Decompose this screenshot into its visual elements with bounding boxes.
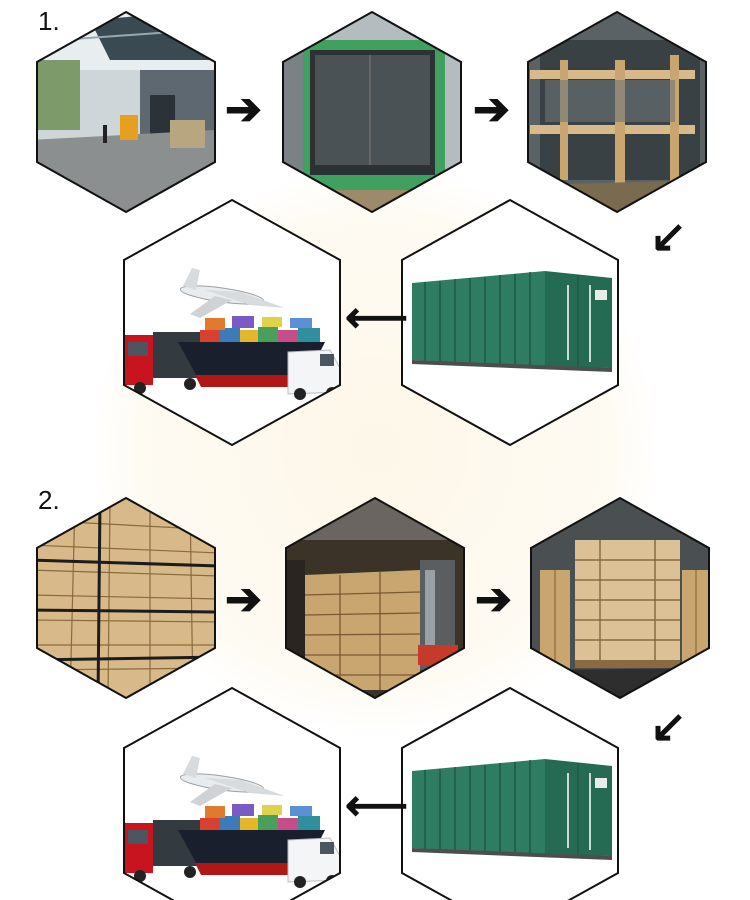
- arrow-right-icon: ➔: [225, 575, 262, 624]
- step-3-wooden-frames: [527, 10, 707, 214]
- step-2-forklift-loading: [285, 496, 465, 700]
- arrow-left-icon: ⟵: [345, 781, 409, 830]
- arrow-right-icon: ➔: [473, 85, 510, 134]
- step-2-empty-container: [282, 10, 462, 214]
- arrow-left-icon: ⟵: [345, 293, 409, 342]
- step-5-transport-modes-2: [123, 686, 341, 900]
- step-4-shipping-container: [401, 198, 619, 447]
- section-2-number: 2.: [38, 485, 60, 515]
- step-5-transport-modes: [123, 198, 341, 447]
- step-4-shipping-container-2: [401, 686, 619, 900]
- step-1-warehouse-dock: [36, 10, 216, 214]
- step-3-crates-in-container: [530, 496, 710, 700]
- section-1-number: 1.: [38, 6, 60, 36]
- arrow-right-icon: ➔: [225, 85, 262, 134]
- arrow-right-icon: ➔: [475, 575, 512, 624]
- arrow-down-left-icon: ↙: [650, 702, 687, 751]
- arrow-down-left-icon: ↙: [650, 212, 687, 261]
- step-1-stacked-crates: [36, 496, 216, 700]
